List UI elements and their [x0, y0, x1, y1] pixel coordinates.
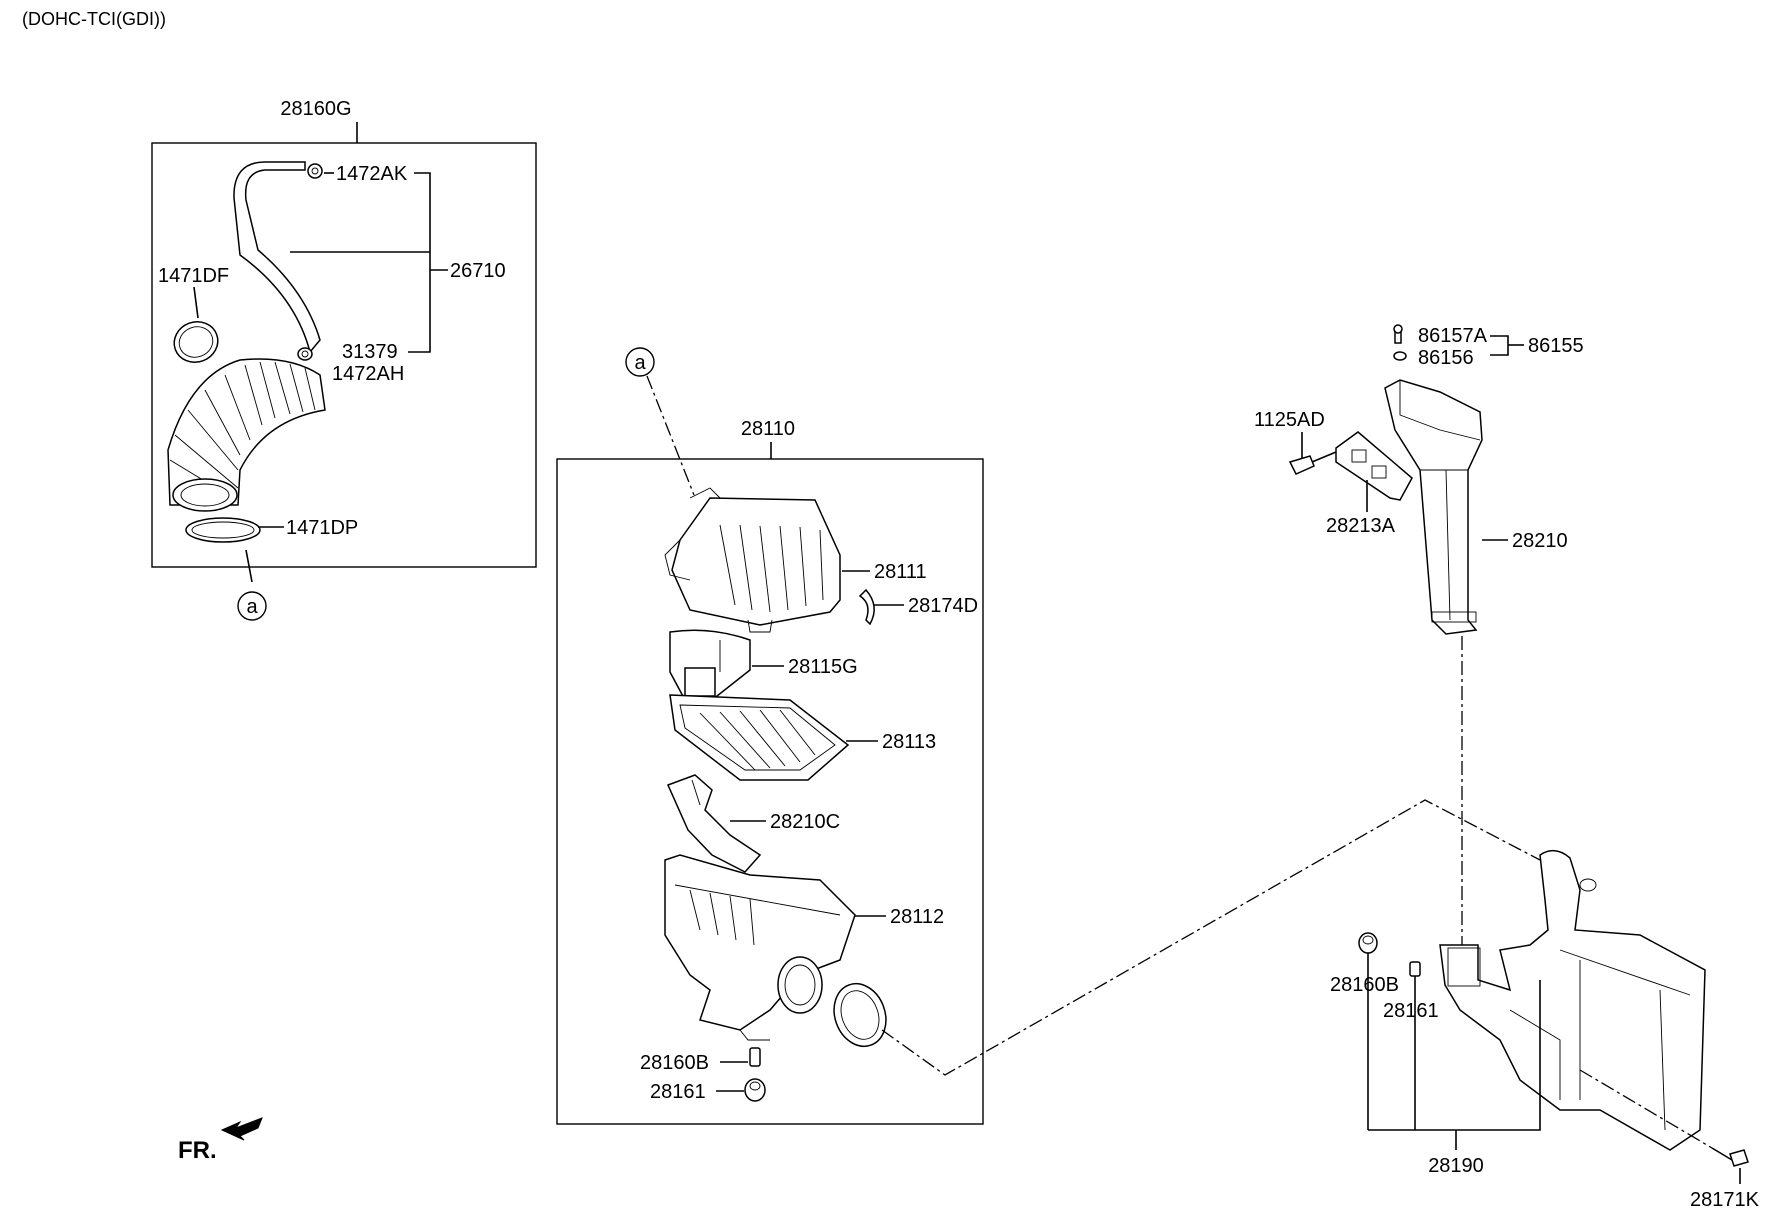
label-1471DP[interactable]: 1471DP — [286, 517, 358, 539]
airflow-sensor-icon[interactable] — [669, 629, 751, 701]
grommet-28160B-right-icon[interactable] — [1358, 932, 1378, 954]
breather-hose-group: 28160G 1472AK 26710 31379 1472AH 1471DF — [151, 98, 537, 621]
label-28174D[interactable]: 28174D — [908, 595, 978, 617]
bushing-28161-right-icon[interactable] — [1409, 961, 1421, 977]
label-28115G[interactable]: 28115G — [788, 656, 858, 678]
label-28160B-right[interactable]: 28160B — [1330, 974, 1399, 996]
label-26710[interactable]: 26710 — [450, 260, 506, 282]
label-1472AH[interactable]: 1472AH — [332, 363, 404, 385]
outlet-ring-icon[interactable] — [826, 976, 895, 1053]
ref-marker-bottom-icon[interactable] — [237, 591, 267, 621]
bolt-28171K-icon[interactable] — [1711, 1147, 1749, 1167]
label-1125AD[interactable]: 1125AD — [1254, 409, 1325, 431]
label-86155[interactable]: 86155 — [1528, 335, 1584, 357]
grommet-28161-left-icon[interactable] — [744, 1078, 766, 1102]
clamp-1471DF-icon[interactable] — [168, 316, 223, 369]
screw-86157A-icon[interactable] — [1393, 324, 1403, 344]
air-cleaner-group-box — [556, 458, 984, 1125]
connection-line-outlet — [881, 799, 1541, 1076]
intake-duct-group: 86157A 86156 86155 1125AD 28213A — [1254, 324, 1760, 1211]
air-cleaner-group: a 28110 28111 28174D — [556, 347, 984, 1125]
label-28112[interactable]: 28112 — [890, 906, 944, 928]
engine-type-header: (DOHC-TCI(GDI)) — [22, 9, 166, 29]
label-28111[interactable]: 28111 — [874, 561, 927, 583]
label-1472AK[interactable]: 1472AK — [336, 163, 408, 185]
intake-hose-icon[interactable] — [167, 358, 326, 512]
label-28213A[interactable]: 28213A — [1326, 515, 1396, 537]
air-cleaner-cover-icon[interactable] — [664, 487, 841, 633]
label-1471DF[interactable]: 1471DF — [158, 265, 229, 287]
label-28161-right[interactable]: 28161 — [1383, 1000, 1439, 1022]
clamp-1472AH-icon[interactable] — [297, 347, 313, 361]
ref-marker-top-icon[interactable] — [625, 347, 655, 377]
label-28210C[interactable]: 28210C — [770, 811, 840, 833]
washer-86156-icon[interactable] — [1393, 351, 1407, 361]
label-28160B-left[interactable]: 28160B — [640, 1052, 709, 1074]
front-direction-indicator: FR. — [178, 1117, 263, 1164]
label-28161-left[interactable]: 28161 — [650, 1081, 706, 1103]
bushing-28160B-left-icon[interactable] — [749, 1047, 761, 1067]
intake-duct-28210C-icon[interactable] — [666, 774, 762, 873]
label-86157A[interactable]: 86157A — [1418, 325, 1488, 347]
ref-marker-bottom-label: a — [246, 596, 258, 618]
group-label-28190[interactable]: 28190 — [1428, 1155, 1484, 1177]
label-86156[interactable]: 86156 — [1418, 347, 1474, 369]
resonator-28190-icon[interactable] — [1439, 849, 1706, 1151]
group-label-28160G[interactable]: 28160G — [280, 98, 351, 120]
bolt-1125AD-icon[interactable] — [1288, 451, 1337, 475]
group-label-28110[interactable]: 28110 — [741, 418, 795, 440]
breather-group-box — [151, 142, 537, 568]
ref-marker-top-label: a — [634, 352, 646, 374]
breather-hose[interactable] — [233, 161, 321, 354]
clamp-1472AK-icon[interactable] — [307, 163, 323, 179]
label-28113[interactable]: 28113 — [882, 731, 936, 753]
clip-28174D-icon[interactable] — [858, 588, 875, 626]
label-28210[interactable]: 28210 — [1512, 530, 1568, 552]
intake-duct-28210-icon[interactable] — [1384, 379, 1483, 635]
front-direction-label: FR. — [178, 1137, 217, 1164]
clamp-1471DP-icon[interactable] — [185, 517, 261, 543]
air-cleaner-body-icon[interactable] — [664, 854, 856, 1041]
front-arrow-icon — [220, 1117, 263, 1141]
air-filter-element-icon[interactable] — [669, 694, 850, 781]
bracket-28213A-icon[interactable] — [1335, 431, 1413, 501]
label-31379[interactable]: 31379 — [342, 341, 398, 363]
label-28171K[interactable]: 28171K — [1690, 1189, 1760, 1211]
